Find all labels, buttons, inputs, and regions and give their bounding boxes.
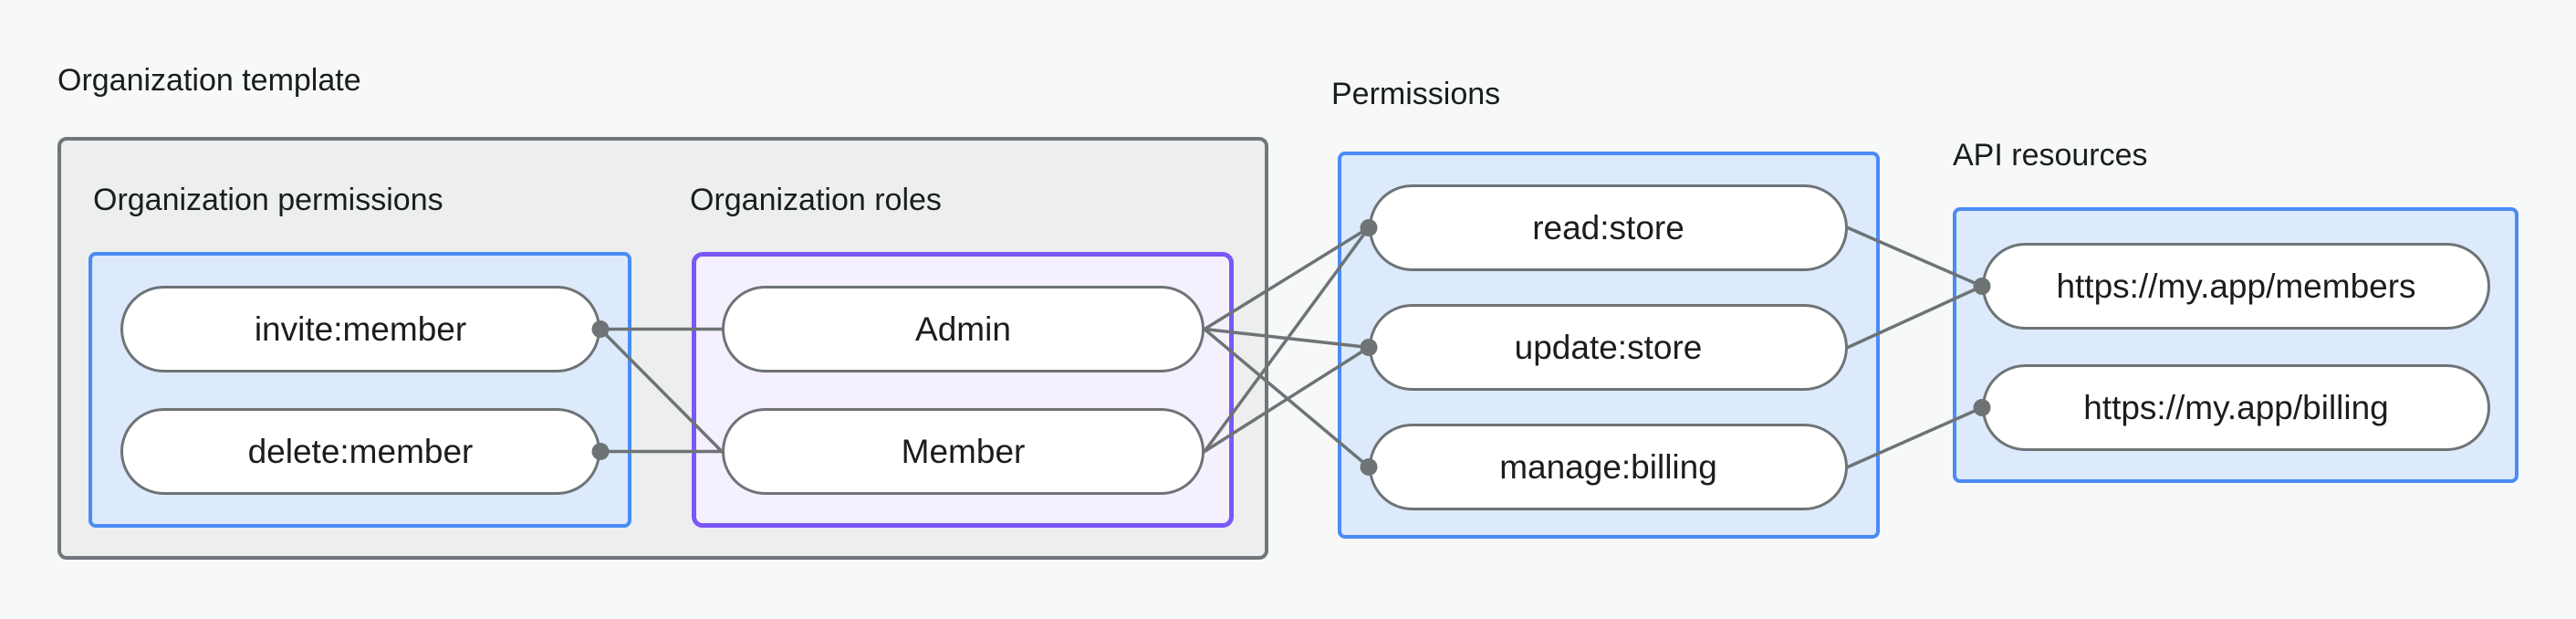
node-api-billing-url: https://my.app/billing xyxy=(1982,364,2490,451)
node-read-store: read:store xyxy=(1369,184,1848,271)
diagram-title: Organization template xyxy=(57,63,361,98)
node-admin-role: Admin xyxy=(722,286,1205,372)
organization-permissions-label: Organization permissions xyxy=(93,183,443,217)
node-invite-member: invite:member xyxy=(120,286,600,372)
node-delete-member: delete:member xyxy=(120,408,600,495)
node-api-members-url: https://my.app/members xyxy=(1982,243,2490,330)
permissions-label: Permissions xyxy=(1331,77,1501,111)
node-manage-billing: manage:billing xyxy=(1369,424,1848,510)
api-resources-label: API resources xyxy=(1953,138,2148,173)
node-update-store: update:store xyxy=(1369,304,1848,391)
node-member-role: Member xyxy=(722,408,1205,495)
organization-roles-label: Organization roles xyxy=(690,183,942,217)
